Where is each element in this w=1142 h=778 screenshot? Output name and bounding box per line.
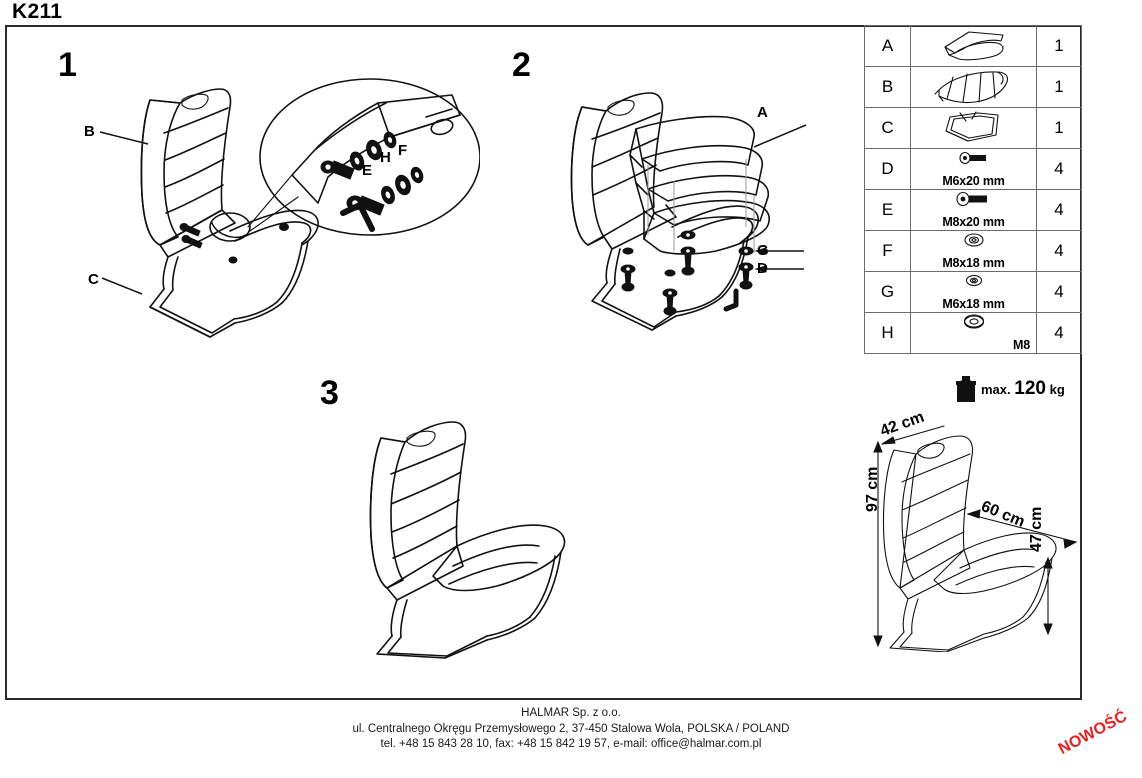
part-letter: B bbox=[864, 66, 911, 108]
footer-contact: tel. +48 15 843 28 10, fax: +48 15 842 1… bbox=[380, 738, 762, 750]
cantilever-frame-icon bbox=[944, 111, 999, 142]
table-row: F M8x18 mm 4 bbox=[864, 230, 1082, 272]
nut-icon bbox=[963, 314, 984, 329]
part-image-cell: M8 bbox=[910, 312, 1037, 354]
part-qty: 4 bbox=[1036, 312, 1082, 354]
step-2-drawing bbox=[570, 92, 807, 331]
part-spec: M8 bbox=[1013, 338, 1030, 352]
callout-label-c: C bbox=[88, 271, 99, 288]
callout-label-h: H bbox=[380, 149, 391, 166]
part-letter: H bbox=[864, 312, 911, 354]
part-spec: M6x20 mm bbox=[942, 174, 1005, 188]
max-load-value: 120 bbox=[1014, 378, 1046, 399]
callout-leader-c bbox=[101, 277, 143, 295]
table-row: G M6x18 mm 4 bbox=[864, 271, 1082, 313]
part-qty: 4 bbox=[1036, 189, 1082, 231]
callout-label-d: D bbox=[757, 260, 768, 277]
table-row: E M8x20 mm 4 bbox=[864, 189, 1082, 231]
step-1-number: 1 bbox=[58, 46, 77, 84]
footer-address: ul. Centralnego Okręgu Przemysłowego 2, … bbox=[352, 722, 790, 735]
part-spec: M6x18 mm bbox=[942, 297, 1005, 311]
backrest-icon bbox=[933, 71, 1008, 104]
part-spec: M8x18 mm bbox=[942, 256, 1005, 270]
part-qty: 1 bbox=[1036, 25, 1082, 67]
step-3-number: 3 bbox=[320, 374, 339, 412]
part-qty: 1 bbox=[1036, 107, 1082, 149]
callout-label-a: A bbox=[757, 104, 768, 121]
dimension-label-seat-height: 47 cm bbox=[1028, 506, 1045, 552]
callout-label-b: B bbox=[84, 123, 95, 140]
part-image-cell: M6x20 mm bbox=[910, 148, 1037, 190]
parts-table: A 1 B bbox=[864, 25, 1082, 354]
part-letter: C bbox=[864, 107, 911, 149]
callout-label-g: G bbox=[757, 242, 769, 259]
part-letter: F bbox=[864, 230, 911, 272]
part-spec: M8x20 mm bbox=[942, 215, 1005, 229]
part-image-cell bbox=[910, 66, 1037, 108]
step-1-drawing bbox=[140, 78, 480, 338]
table-row: A 1 bbox=[864, 25, 1082, 67]
table-row: C 1 bbox=[864, 107, 1082, 149]
part-qty: 1 bbox=[1036, 66, 1082, 108]
max-load-prefix: max. bbox=[981, 382, 1011, 397]
page-title: K211 bbox=[12, 0, 63, 23]
footer: HALMAR Sp. z o.o. ul. Centralnego Okręgu… bbox=[0, 706, 1142, 753]
part-letter: E bbox=[864, 189, 911, 231]
weight-icon bbox=[956, 376, 976, 402]
part-letter: D bbox=[864, 148, 911, 190]
table-row: B 1 bbox=[864, 66, 1082, 108]
bolt-icon bbox=[955, 191, 987, 207]
table-row: H M8 4 bbox=[864, 312, 1082, 354]
seat-cushion-icon bbox=[943, 31, 1004, 61]
callout-leader-b bbox=[99, 131, 149, 145]
part-image-cell bbox=[910, 25, 1037, 67]
washer-icon bbox=[963, 233, 984, 247]
bolt-icon bbox=[958, 151, 986, 165]
part-image-cell: M8x20 mm bbox=[910, 189, 1037, 231]
washer-icon bbox=[965, 274, 982, 287]
step-3-drawing bbox=[369, 421, 566, 659]
dimension-drawing bbox=[873, 425, 1078, 652]
footer-company: HALMAR Sp. z o.o. bbox=[521, 707, 621, 719]
callout-label-f: F bbox=[398, 142, 408, 159]
part-letter: G bbox=[864, 271, 911, 313]
part-letter: A bbox=[864, 25, 911, 67]
table-row: D M6x20 mm 4 bbox=[864, 148, 1082, 190]
max-load-indicator: max. 120 kg bbox=[955, 374, 1065, 404]
callout-label-e: E bbox=[362, 162, 373, 179]
part-image-cell: M6x18 mm bbox=[910, 271, 1037, 313]
part-image-cell: M8x18 mm bbox=[910, 230, 1037, 272]
max-load-text: max. 120 kg bbox=[981, 378, 1065, 400]
max-load-unit: kg bbox=[1049, 382, 1065, 397]
part-qty: 4 bbox=[1036, 148, 1082, 190]
dimension-label-total-height: 97 cm bbox=[864, 466, 881, 512]
step-2-number: 2 bbox=[512, 46, 531, 84]
part-image-cell bbox=[910, 107, 1037, 149]
part-qty: 4 bbox=[1036, 230, 1082, 272]
part-qty: 4 bbox=[1036, 271, 1082, 313]
